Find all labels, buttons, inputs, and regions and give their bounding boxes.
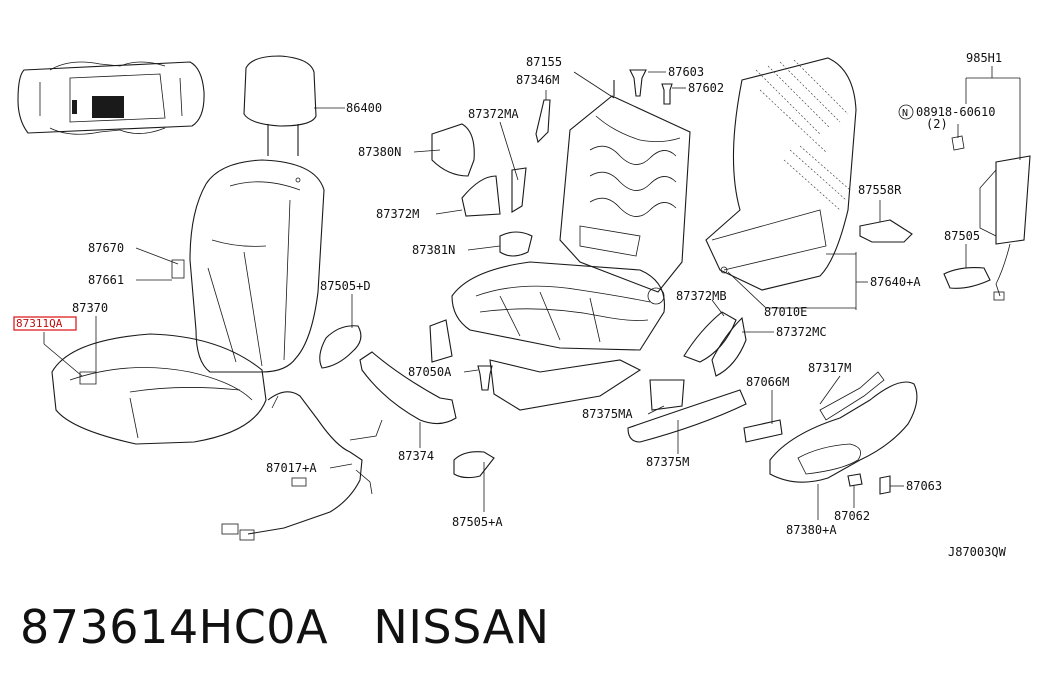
part-caption: 873614HC0A NISSAN (20, 600, 550, 654)
finisher-side-a-part (769, 371, 918, 520)
label-87375ma: 87375MA (582, 407, 633, 421)
label-87380n: 87380N (358, 145, 401, 159)
cover-mc-part (711, 316, 774, 377)
label-nut-symbol: N (902, 108, 908, 119)
label-87010e: 87010E (764, 305, 807, 319)
seat-frame-part (429, 71, 691, 411)
label-87375m: 87375M (646, 455, 689, 469)
label-87380-a: 87380+A (786, 523, 837, 537)
lever-n-part (467, 231, 533, 257)
label-87063: 87063 (906, 479, 942, 493)
label-87017-a: 87017+A (266, 461, 317, 475)
cover-m-part (435, 175, 501, 217)
label-87670: 87670 (88, 241, 124, 255)
cover-lower-m-part (627, 389, 747, 454)
finisher-505-part (943, 244, 991, 289)
cover-lower-ma-part (647, 379, 685, 415)
trim-r-part (859, 200, 913, 243)
label-87372m: 87372M (376, 207, 419, 221)
label-87062: 87062 (834, 509, 870, 523)
back-board-part (705, 57, 868, 310)
headrest-part (243, 55, 345, 156)
label-diagram-code: J87003QW (948, 545, 1007, 559)
finisher-a-part (453, 451, 495, 512)
nut-symbol-icon (898, 104, 914, 120)
label-87603: 87603 (668, 65, 704, 79)
label-nut-part: 08918-60610 (916, 105, 995, 119)
label-87505-d: 87505+D (320, 279, 371, 293)
label-87346m: 87346M (516, 73, 559, 87)
caption-part-number: 873614HC0A (20, 600, 329, 654)
label-87640-a: 87640+A (870, 275, 921, 289)
label-87155: 87155 (526, 55, 562, 69)
cover-n-part (413, 123, 475, 177)
label-highlighted-part: 87311QA (16, 317, 63, 330)
knob-062-part (847, 473, 863, 508)
knob-m-part (819, 375, 841, 405)
label-87372ma: 87372MA (468, 107, 519, 121)
cover-mb-part (683, 299, 737, 363)
label-87505-a: 87505+A (452, 515, 503, 529)
finisher-lower-part (359, 351, 457, 448)
harness-part (221, 391, 383, 541)
label-87372mc: 87372MC (776, 325, 827, 339)
label-87050a: 87050A (408, 365, 452, 379)
label-87558r: 87558R (858, 183, 902, 197)
label-87505: 87505 (944, 229, 980, 243)
pivot-part (535, 90, 551, 144)
label-87066m: 87066M (746, 375, 789, 389)
label-87370: 87370 (72, 301, 108, 315)
label-87372mb: 87372MB (676, 289, 727, 303)
knob-063-part (879, 475, 904, 495)
label-87381n: 87381N (412, 243, 455, 257)
label-nut-qty: (2) (926, 117, 948, 131)
bolt-part (629, 69, 686, 105)
label-headrest: 86400 (346, 101, 382, 115)
cover-ma-part (499, 121, 527, 213)
label-985h1: 985H1 (966, 51, 1002, 65)
highlighted-callout-box (13, 316, 77, 331)
airbag-module-part (951, 66, 1031, 301)
label-87661: 87661 (88, 273, 124, 287)
bolt-050a-part (463, 365, 493, 391)
caption-brand: NISSAN (373, 600, 550, 654)
switch-m-part (743, 390, 783, 443)
label-87374: 87374 (398, 449, 434, 463)
label-87317m: 87317M (808, 361, 851, 375)
label-87602: 87602 (688, 81, 724, 95)
car-locator-icon (17, 61, 205, 135)
seat-back-part (135, 159, 325, 373)
finisher-side-d-part (319, 294, 362, 369)
seat-cushion-part (13, 316, 267, 445)
